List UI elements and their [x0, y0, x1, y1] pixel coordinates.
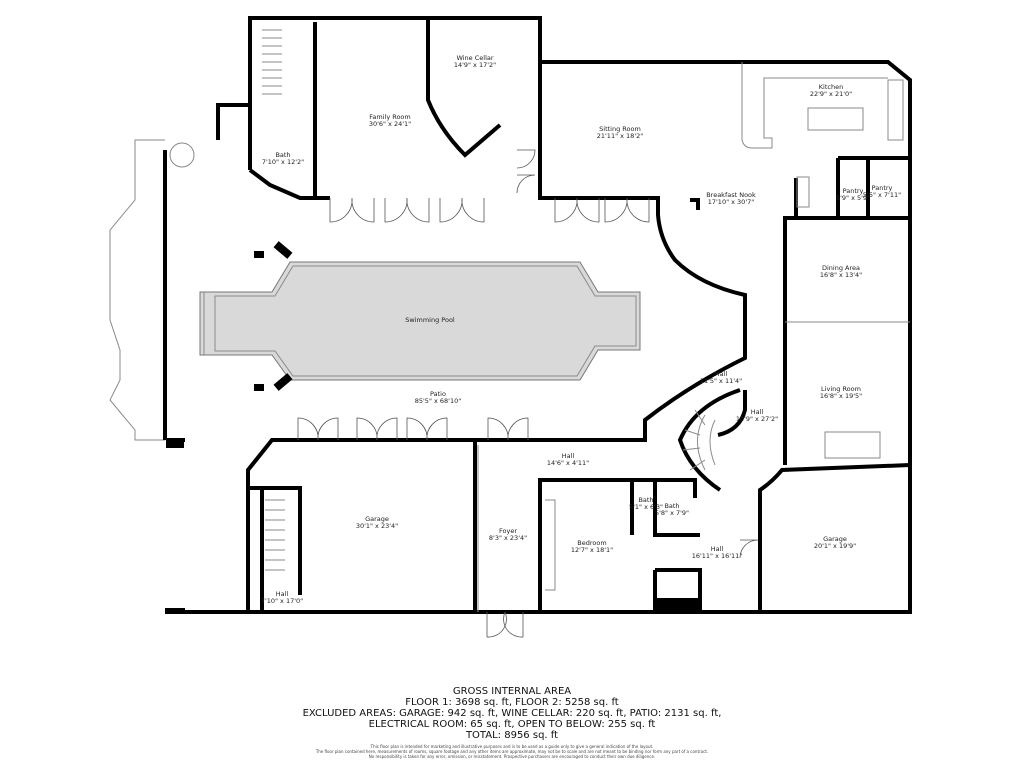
walls: [163, 16, 912, 614]
lounge-chair: [254, 384, 264, 391]
excluded-areas-2: ELECTRICAL ROOM: 65 sq. ft, OPEN TO BELO…: [368, 719, 656, 730]
patio-outline: [109, 139, 165, 441]
floor-areas: FLOOR 1: 3698 sq. ft, FLOOR 2: 5258 sq. …: [405, 697, 619, 708]
swimming-pool: [199, 261, 641, 381]
lounge-chair: [254, 251, 264, 258]
area-summary: GROSS INTERNAL AREA FLOOR 1: 3698 sq. ft…: [0, 686, 1024, 759]
kitchen-counters: [741, 62, 904, 208]
staircase: [169, 29, 716, 571]
lounge-chair: [273, 373, 293, 391]
excluded-areas: EXCLUDED AREAS: GARAGE: 942 sq. ft, WINE…: [302, 708, 722, 719]
lounge-chair: [273, 241, 293, 259]
room-name: Wine Cellar: [456, 54, 493, 62]
total-area: TOTAL: 8956 sq. ft: [465, 730, 559, 741]
disclaimer: This floor plan is intended for marketin…: [370, 744, 654, 749]
disclaimer: No responsibility is taken for any error…: [368, 754, 656, 759]
summary-title: GROSS INTERNAL AREA: [452, 686, 572, 697]
patio-doors[interactable]: [297, 149, 759, 638]
disclaimer: The floor plan contained here, measureme…: [315, 749, 709, 754]
svg-text:Swimming Pool: Swimming Pool: [405, 316, 455, 324]
